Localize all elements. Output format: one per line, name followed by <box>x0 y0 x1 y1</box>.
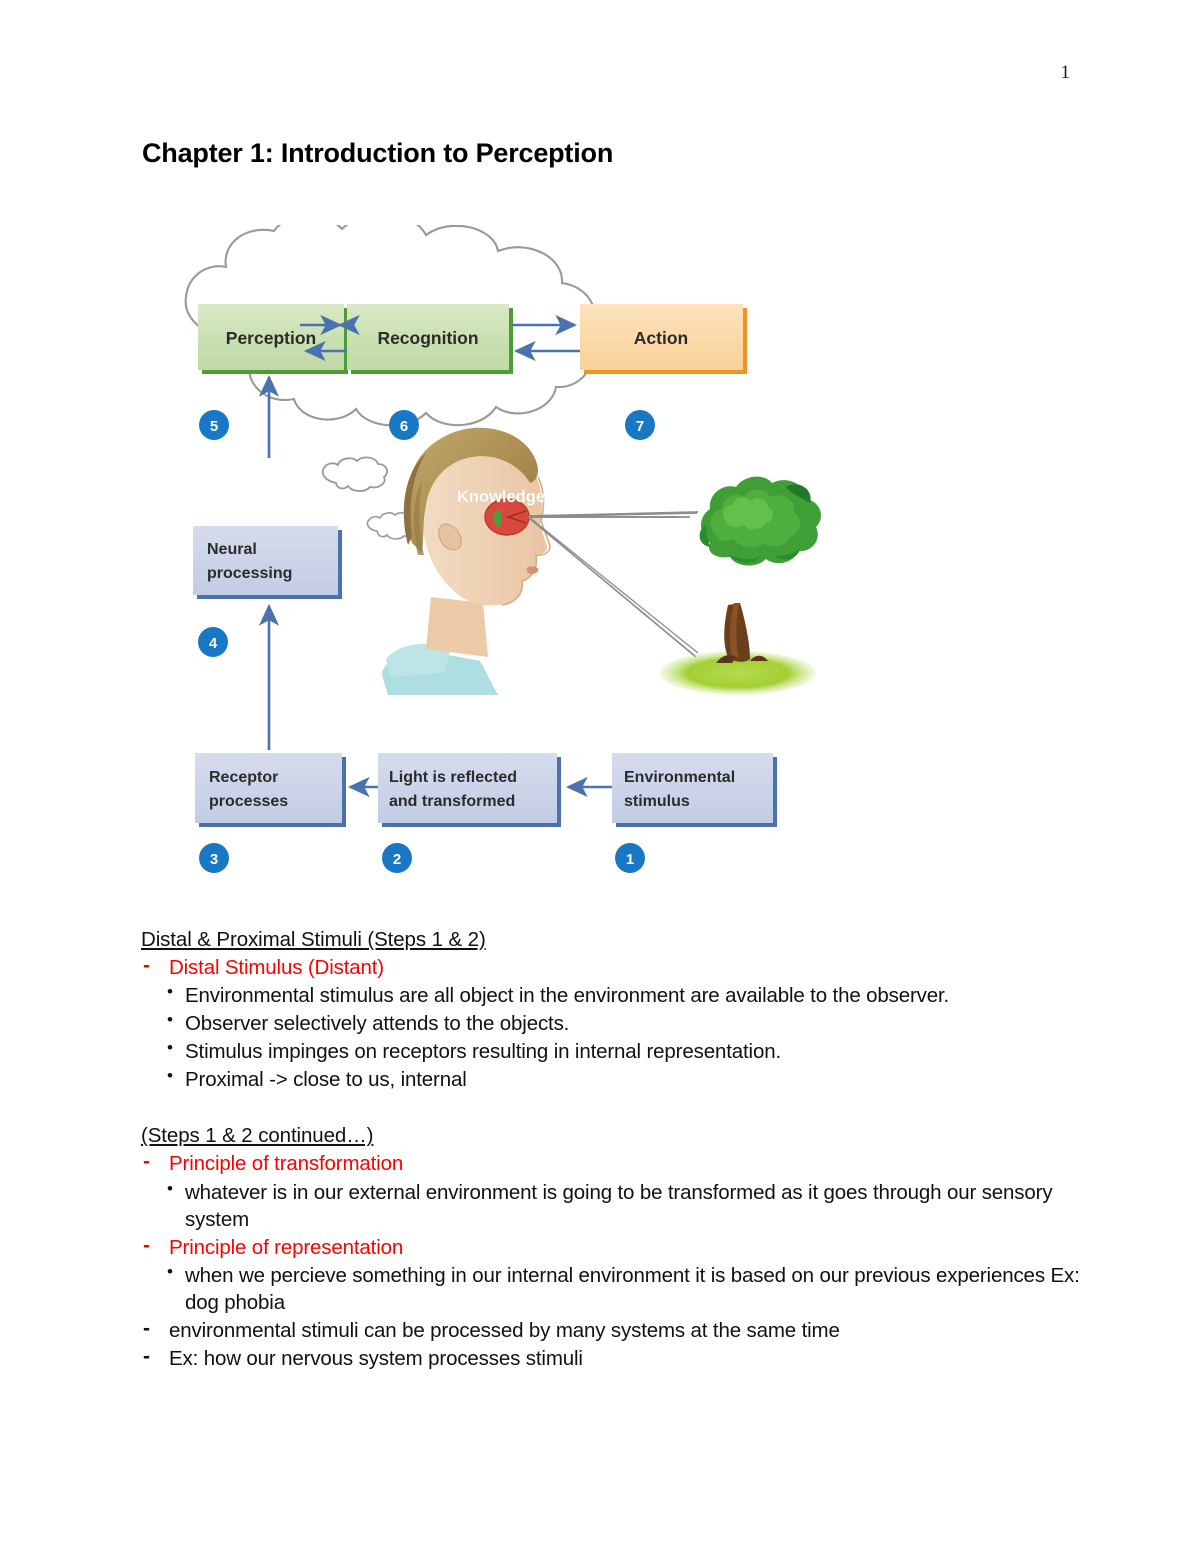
person-illustration: Knowledge <box>382 427 551 695</box>
section-spacer <box>141 1094 1101 1124</box>
section1-dash-distal-stimulus: Distal Stimulus (Distant) <box>141 952 1101 981</box>
box-light-label-1: Light is reflected <box>389 769 517 786</box>
box-env-label-2: stimulus <box>624 793 690 810</box>
box-recognition: Recognition <box>347 304 513 374</box>
ray-to-treebase <box>528 517 697 658</box>
step-circle-6-label: 6 <box>400 418 408 435</box>
box-light-label-2: and transformed <box>389 793 515 810</box>
step-circle-1-label: 1 <box>626 851 634 868</box>
box-receptor-label-2: processes <box>209 793 288 810</box>
step-circle-5-label: 5 <box>210 418 218 435</box>
step-circle-1: 1 <box>615 843 645 873</box>
section2-heading: (Steps 1 & 2 continued…) <box>141 1124 374 1148</box>
ray-to-treetop <box>528 511 699 517</box>
section1-bullet-1: Environmental stimulus are all object in… <box>141 981 1101 1009</box>
box-environmental-stimulus: Environmental stimulus <box>612 753 777 827</box>
section2-dash-principle-representation: Principle of representation <box>141 1232 1101 1261</box>
step-circle-4-label: 4 <box>209 635 218 652</box>
box-recognition-label: Recognition <box>377 328 478 348</box>
step-circle-5: 5 <box>199 410 229 440</box>
thought-cloud-outline <box>184 225 597 427</box>
box-action-label: Action <box>634 328 688 348</box>
page-title: Chapter 1: Introduction to Perception <box>142 138 614 168</box>
section1-bullet-3: Stimulus impinges on receptors resulting… <box>141 1037 1101 1065</box>
section2-bullet-2: when we percieve something in our intern… <box>141 1261 1101 1316</box>
step-circle-2: 2 <box>382 843 412 873</box>
step-circle-3: 3 <box>199 843 229 873</box>
section2-dash-3: environmental stimuli can be processed b… <box>141 1315 1101 1344</box>
section2-bullet-1: whatever is in our external environment … <box>141 1178 1101 1233</box>
thought-bubble-small <box>321 456 389 492</box>
tree-canopy <box>699 476 821 566</box>
step-circle-4: 4 <box>198 627 228 657</box>
step-circle-7-label: 7 <box>636 418 644 435</box>
step-circle-7: 7 <box>625 410 655 440</box>
grass-ellipse <box>660 651 816 695</box>
box-neural-processing-label-2: processing <box>207 565 292 582</box>
box-perception: Perception <box>198 304 348 374</box>
section2-dash-4: Ex: how our nervous system processes sti… <box>141 1343 1101 1372</box>
step-circle-6: 6 <box>389 410 419 440</box>
box-action: Action <box>580 304 747 374</box>
box-light-reflected: Light is reflected and transformed <box>378 753 561 827</box>
tree-illustration <box>660 476 821 695</box>
section1-heading: Distal & Proximal Stimuli (Steps 1 & 2) <box>141 928 486 951</box>
ray-to-treebase-2 <box>528 516 699 654</box>
page-number: 1 <box>1060 62 1071 83</box>
box-neural-processing-label-1: Neural <box>207 541 257 558</box>
notes-body: Distal & Proximal Stimuli (Steps 1 & 2) … <box>141 928 1101 1374</box>
section1-bullet-2: Observer selectively attends to the obje… <box>141 1009 1101 1037</box>
step-circle-2-label: 2 <box>393 851 401 868</box>
step-circle-3-label: 3 <box>210 851 218 868</box>
box-neural-processing: Neural processing <box>193 526 342 599</box>
box-env-label-1: Environmental <box>624 769 735 786</box>
box-receptor-label-1: Receptor <box>209 769 278 786</box>
box-receptor-processes: Receptor processes <box>195 753 346 827</box>
section2-dash-principle-transformation: Principle of transformation <box>141 1148 1101 1177</box>
perception-process-diagram: Perception Recognition Action 5 6 7 Neur… <box>150 225 850 885</box>
box-perception-label: Perception <box>226 328 316 348</box>
section1-bullet-4: Proximal -> close to us, internal <box>141 1065 1101 1093</box>
knowledge-label: Knowledge <box>457 488 545 506</box>
